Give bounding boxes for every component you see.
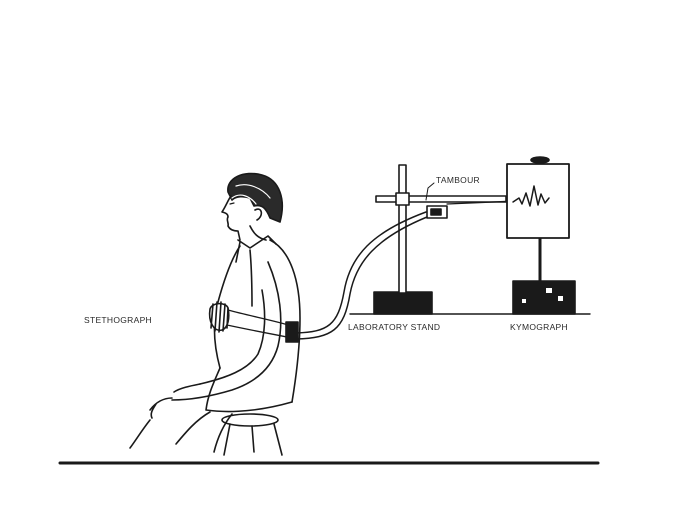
collar xyxy=(238,236,276,248)
stethograph-bellows xyxy=(210,302,298,342)
kymograph-base xyxy=(513,281,575,314)
hand xyxy=(150,398,172,418)
laboratory-stand xyxy=(374,165,506,314)
kymograph xyxy=(507,157,575,314)
kymograph-drum-top xyxy=(531,157,549,163)
label-kymograph: KYMOGRAPH xyxy=(510,322,568,332)
coat-lap xyxy=(206,368,292,412)
seated-subject xyxy=(130,174,300,455)
label-tambour: TAMBOUR xyxy=(436,175,480,185)
face xyxy=(222,196,240,240)
kymograph-drum xyxy=(507,164,569,238)
label-laboratory-stand: LABORATORY STAND xyxy=(348,322,440,332)
stand-clamp xyxy=(396,193,409,205)
hair xyxy=(228,174,282,222)
stool xyxy=(222,414,282,455)
stand-base xyxy=(374,292,432,314)
stethograph-connector xyxy=(286,322,298,342)
label-stethograph: STETHOGRAPH xyxy=(84,315,152,325)
